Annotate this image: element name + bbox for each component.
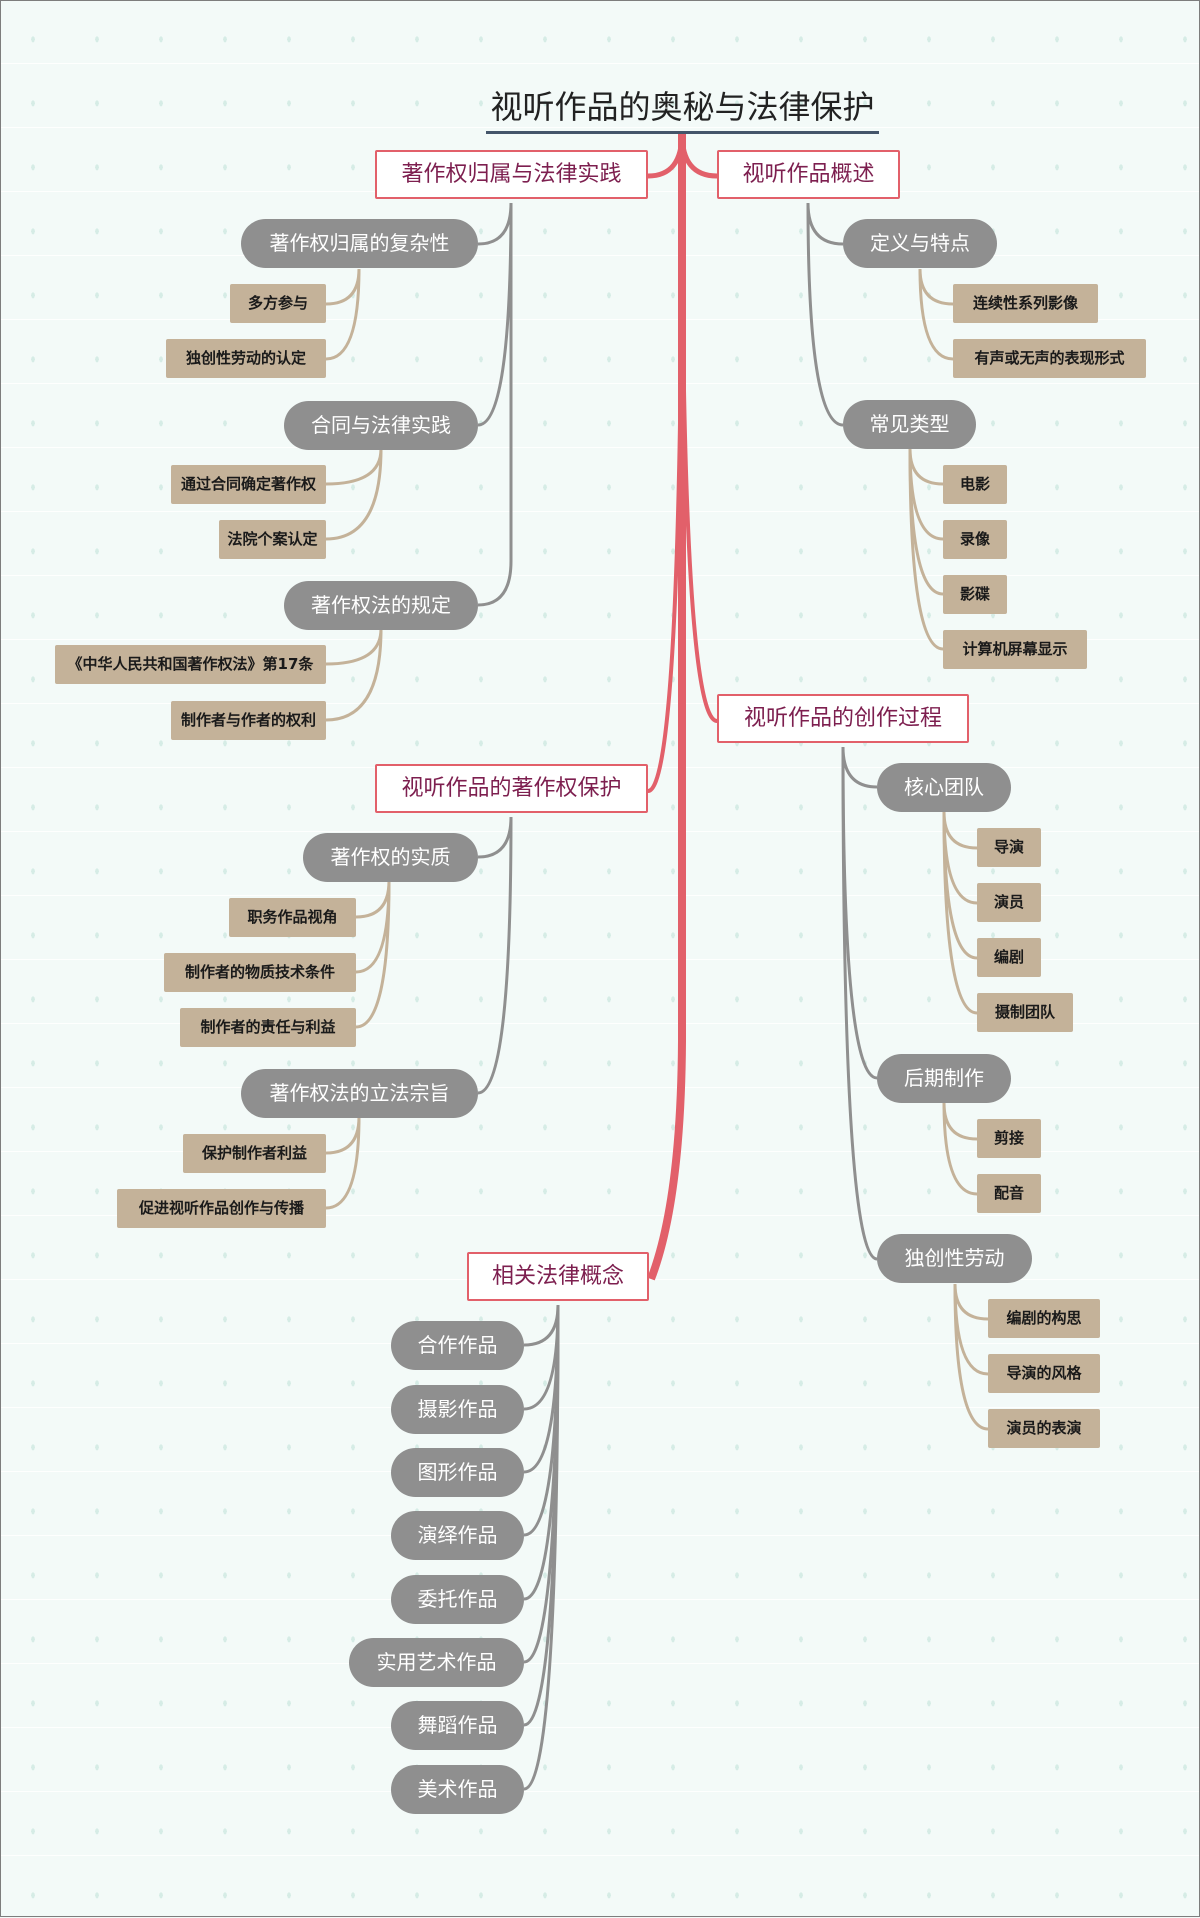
- subtopic[interactable]: 后期制作: [877, 1054, 1011, 1103]
- leaf-node[interactable]: 促进视听作品创作与传播: [117, 1189, 326, 1228]
- subtopic[interactable]: 常见类型: [843, 400, 976, 449]
- leaf-node[interactable]: 制作者的责任与利益: [180, 1008, 356, 1047]
- leaf-node[interactable]: 制作者的物质技术条件: [164, 953, 356, 992]
- main-topic-copyright-protection[interactable]: 视听作品的著作权保护: [375, 764, 648, 813]
- leaf-node[interactable]: 影碟: [943, 575, 1007, 614]
- leaf-node[interactable]: 剪接: [977, 1119, 1041, 1158]
- leaf-node[interactable]: 录像: [943, 520, 1007, 559]
- main-topic-related-legal-concepts[interactable]: 相关法律概念: [467, 1252, 649, 1301]
- subtopic[interactable]: 图形作品: [391, 1448, 524, 1497]
- leaf-node[interactable]: 有声或无声的表现形式: [953, 339, 1146, 378]
- leaf-node[interactable]: 职务作品视角: [229, 898, 356, 937]
- subtopic[interactable]: 著作权的实质: [303, 833, 478, 882]
- leaf-node[interactable]: 导演: [977, 828, 1041, 867]
- leaf-node[interactable]: 通过合同确定著作权: [171, 465, 326, 504]
- subtopic[interactable]: 美术作品: [391, 1765, 524, 1814]
- subtopic[interactable]: 核心团队: [877, 763, 1011, 812]
- subtopic[interactable]: 舞蹈作品: [391, 1701, 524, 1750]
- leaf-node[interactable]: 编剧的构思: [988, 1299, 1100, 1338]
- leaf-node[interactable]: 制作者与作者的权利: [171, 701, 326, 740]
- leaf-node[interactable]: 演员的表演: [988, 1409, 1100, 1448]
- leaf-node[interactable]: 独创性劳动的认定: [166, 339, 326, 378]
- leaf-node[interactable]: 电影: [943, 465, 1007, 504]
- leaf-node[interactable]: 多方参与: [230, 284, 326, 323]
- subtopic[interactable]: 著作权法的规定: [284, 581, 478, 630]
- subtopic[interactable]: 著作权法的立法宗旨: [241, 1069, 478, 1118]
- leaf-node[interactable]: 保护制作者利益: [183, 1134, 326, 1173]
- leaf-node[interactable]: 连续性系列影像: [953, 284, 1098, 323]
- leaf-node[interactable]: 《中华人民共和国著作权法》第17条: [55, 645, 326, 684]
- subtopic[interactable]: 实用艺术作品: [349, 1638, 524, 1687]
- subtopic[interactable]: 定义与特点: [843, 219, 997, 268]
- leaf-node[interactable]: 编剧: [977, 938, 1041, 977]
- leaf-node[interactable]: 计算机屏幕显示: [943, 630, 1087, 669]
- main-topic-creation-process[interactable]: 视听作品的创作过程: [717, 694, 969, 743]
- subtopic[interactable]: 摄影作品: [391, 1385, 524, 1434]
- leaf-node[interactable]: 演员: [977, 883, 1041, 922]
- leaf-node[interactable]: 导演的风格: [988, 1354, 1100, 1393]
- subtopic[interactable]: 合作作品: [391, 1321, 524, 1370]
- central-topic[interactable]: 视听作品的奥秘与法律保护: [486, 85, 879, 134]
- subtopic[interactable]: 独创性劳动: [877, 1234, 1032, 1283]
- subtopic[interactable]: 著作权归属的复杂性: [241, 219, 478, 268]
- leaf-node[interactable]: 摄制团队: [977, 993, 1073, 1032]
- subtopic[interactable]: 合同与法律实践: [284, 401, 478, 450]
- subtopic[interactable]: 演绎作品: [391, 1511, 524, 1560]
- leaf-node[interactable]: 配音: [977, 1174, 1041, 1213]
- main-topic-copyright-ownership[interactable]: 著作权归属与法律实践: [375, 150, 648, 199]
- subtopic[interactable]: 委托作品: [391, 1575, 524, 1624]
- main-topic-overview[interactable]: 视听作品概述: [717, 150, 900, 199]
- leaf-node[interactable]: 法院个案认定: [219, 520, 326, 559]
